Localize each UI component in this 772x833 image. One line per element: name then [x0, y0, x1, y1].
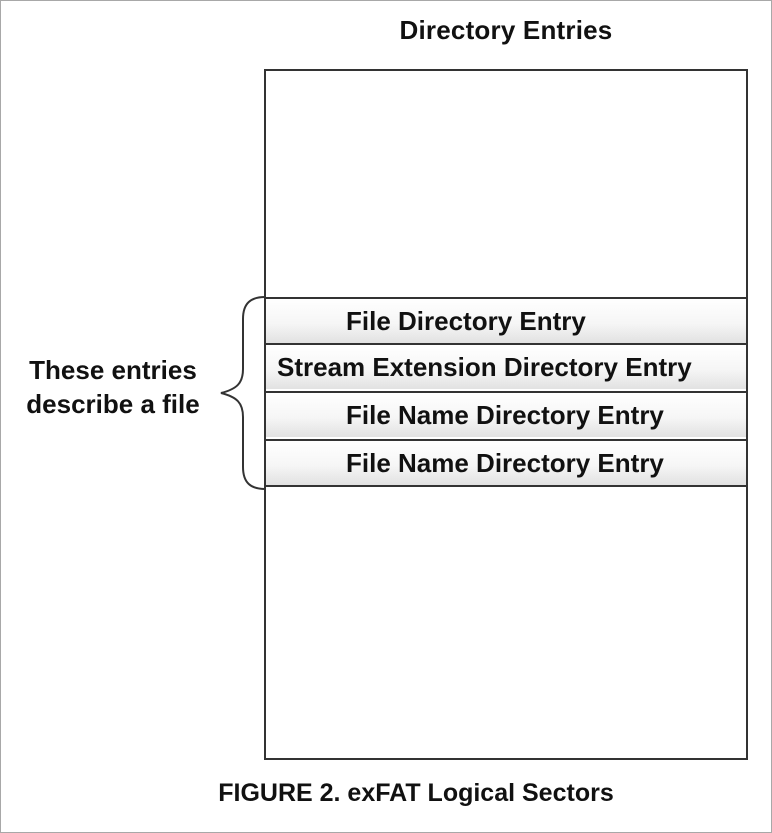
figure-caption: FIGURE 2. exFAT Logical Sectors	[218, 779, 614, 807]
entry-file-directory: File Directory Entry	[266, 297, 746, 343]
entry-file-name-1: File Name Directory Entry	[266, 391, 746, 437]
curly-brace-icon	[220, 296, 266, 490]
brace-label-line-2: describe a file	[26, 389, 200, 419]
entry-stream-extension: Stream Extension Directory Entry	[266, 343, 746, 389]
entry-file-name-2: File Name Directory Entry	[266, 439, 746, 487]
diagram-heading: Directory Entries	[399, 15, 613, 45]
directory-entries-block: File Directory Entry Stream Extension Di…	[264, 69, 748, 760]
brace-label-line-1: These entries	[29, 355, 197, 385]
brace-label: These entries describe a file	[9, 353, 217, 421]
